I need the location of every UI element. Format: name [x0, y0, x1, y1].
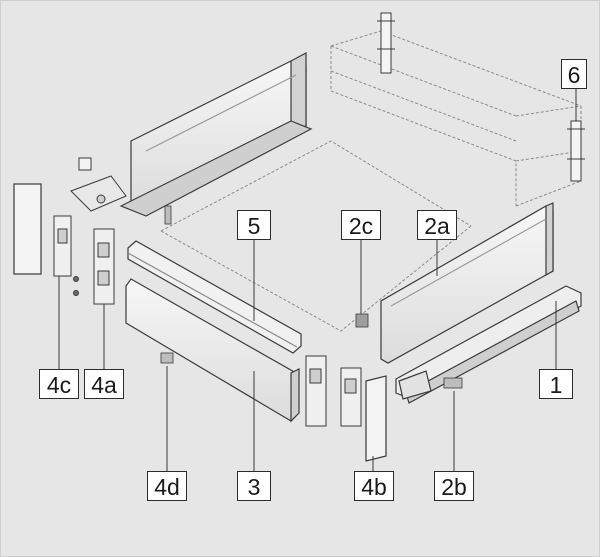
cabinet-bracket-top [377, 12, 395, 74]
callout-2c: 2c [341, 210, 381, 240]
side-cover-4b [365, 375, 387, 462]
side-cover-left [13, 183, 42, 275]
callout-2b: 2b [434, 471, 474, 501]
callout-6: 6 [561, 59, 587, 89]
callout-4b: 4b [354, 471, 394, 501]
leader-lines [58, 86, 577, 471]
cabinet-bracket-6 [567, 120, 585, 182]
front-fixing-right [305, 355, 362, 427]
small-clip-4d [160, 352, 174, 364]
left-drawer-side [119, 52, 313, 217]
back-panel-5 [127, 240, 302, 354]
callout-2a: 2a [417, 210, 457, 240]
callout-5: 5 [237, 210, 271, 240]
right-drawer-side-2a [380, 202, 554, 364]
callout-3: 3 [237, 471, 271, 501]
cabinet-front-face [331, 46, 516, 206]
front-fixing-4c [53, 215, 79, 296]
drawer-bottom-outline [160, 140, 472, 332]
callout-4c: 4c [39, 369, 79, 399]
callout-1: 1 [539, 369, 573, 399]
left-rail-clip [164, 205, 172, 225]
front-fixing-4a [93, 228, 115, 305]
clip-2c [355, 313, 369, 328]
runner-clip-2b [443, 377, 463, 389]
left-front-fixing [70, 157, 127, 212]
cabinet-outline [330, 30, 582, 207]
callout-4d: 4d [147, 471, 187, 501]
callout-4a: 4a [84, 369, 124, 399]
runner-1 [395, 285, 582, 404]
